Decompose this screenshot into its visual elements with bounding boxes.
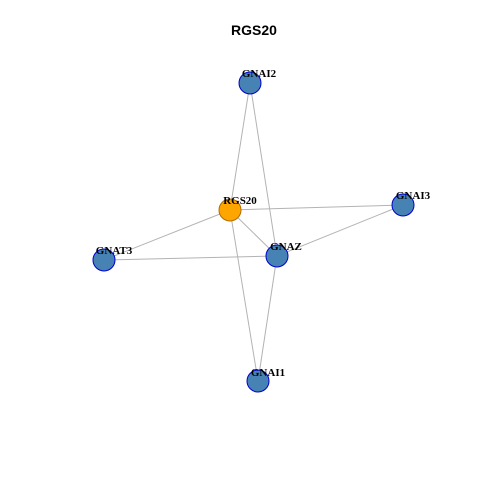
node-label-rgs20: RGS20	[223, 195, 257, 207]
node-rgs20[interactable]	[218, 198, 242, 222]
node-label-gnai2: GNAI2	[242, 68, 277, 80]
node-gnai3[interactable]	[391, 193, 415, 217]
node-gnaz[interactable]	[265, 244, 289, 268]
edge-rgs20-gnai1	[229, 209, 259, 382]
edge-rgs20-gnai3	[229, 204, 404, 211]
diagram-title: RGS20	[231, 22, 277, 38]
edge-rgs20-gnat3	[103, 209, 231, 261]
node-label-gnat3: GNAT3	[96, 245, 133, 257]
node-gnai1[interactable]	[246, 369, 270, 393]
edge-gnai2-gnaz	[249, 82, 278, 257]
node-label-gnaz: GNAZ	[270, 241, 302, 253]
edge-gnat3-gnaz	[103, 255, 278, 261]
node-gnai2[interactable]	[238, 71, 262, 95]
node-gnat3[interactable]	[92, 248, 116, 272]
edge-gnai3-gnaz	[276, 204, 404, 257]
node-label-gnai3: GNAI3	[396, 190, 431, 202]
edge-gnai1-gnaz	[257, 255, 278, 382]
nodes-layer	[92, 71, 415, 393]
node-label-gnai1: GNAI1	[251, 367, 285, 379]
edges-layer	[103, 82, 404, 382]
edge-rgs20-gnai2	[229, 82, 251, 211]
